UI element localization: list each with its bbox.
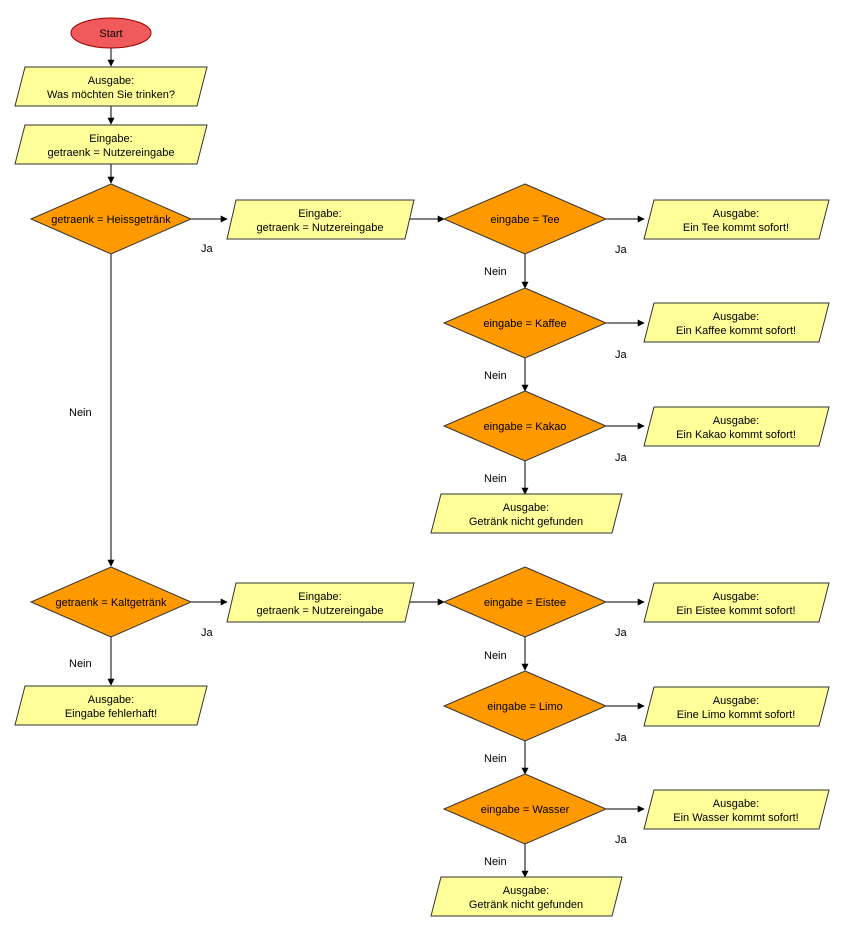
label-no-kakao: Nein [484,473,507,485]
label-no-eistee: Nein [484,650,507,662]
decision-wasser-label: eingabe = Wasser [481,804,570,816]
output-question-node: Ausgabe: Was möchten Sie trinken? [14,66,208,107]
output-tee-node: Ausgabe: Ein Tee kommt sofort! [643,199,830,240]
input-kalt-node: Eingabe: getraenk = Nutzereingabe [226,582,415,623]
output-kakao-node: Ausgabe: Ein Kakao kommt sofort! [643,406,830,447]
output-wasser-line1: Ausgabe: [713,798,759,810]
output-notfound-kalt-line2: Getränk nicht gefunden [469,899,583,911]
output-limo-node: Ausgabe: Eine Limo kommt sofort! [643,686,830,727]
decision-heiss: getraenk = Heissgetränk [29,183,193,255]
decision-kakao-label: eingabe = Kakao [484,421,567,433]
output-notfound-kalt-line1: Ausgabe: [503,885,549,897]
output-wasser-line2: Ein Wasser kommt sofort! [673,812,799,824]
output-kakao-line2: Ein Kakao kommt sofort! [676,429,796,441]
edges [107,48,645,878]
output-limo-line2: Eine Limo kommt sofort! [677,709,796,721]
edge-labels: Ja Nein Ja Nein Ja Nein Ja Nein Ja Nein … [69,243,628,868]
output-wasser-node: Ausgabe: Ein Wasser kommt sofort! [643,789,830,830]
label-no-heiss: Nein [69,407,92,419]
output-question-line2: Was möchten Sie trinken? [47,89,175,101]
decision-eistee: eingabe = Eistee [442,566,608,638]
decision-kalt: getraenk = Kaltgetränk [29,566,193,638]
label-yes-heiss: Ja [201,243,214,255]
start-label: Start [99,28,122,40]
output-eistee-line1: Ausgabe: [713,591,759,603]
output-notfound-kalt-node: Ausgabe: Getränk nicht gefunden [430,876,623,917]
output-kaffee-node: Ausgabe: Ein Kaffee kommt sofort! [643,302,830,343]
label-yes-limo: Ja [615,732,628,744]
decision-heiss-label: getraenk = Heissgetränk [51,214,171,226]
decision-kaffee-label: eingabe = Kaffee [483,318,566,330]
label-yes-kalt: Ja [201,627,214,639]
start-node: Start [70,17,152,49]
label-no-limo: Nein [484,753,507,765]
output-kaffee-line2: Ein Kaffee kommt sofort! [676,325,796,337]
decision-limo: eingabe = Limo [442,670,608,742]
decision-kaffee: eingabe = Kaffee [442,287,608,359]
label-no-tee: Nein [484,266,507,278]
input-heiss-node: Eingabe: getraenk = Nutzereingabe [226,199,415,240]
output-limo-line1: Ausgabe: [713,695,759,707]
decision-kakao: eingabe = Kakao [442,390,608,462]
output-tee-line2: Ein Tee kommt sofort! [683,222,789,234]
input-node-1: Eingabe: getraenk = Nutzereingabe [14,124,208,165]
decision-tee-label: eingabe = Tee [490,214,559,226]
decision-wasser: eingabe = Wasser [442,773,608,845]
input-1-line1: Eingabe: [89,133,132,145]
output-kaffee-line1: Ausgabe: [713,311,759,323]
label-yes-tee: Ja [615,244,628,256]
output-notfound-heiss-node: Ausgabe: Getränk nicht gefunden [430,493,623,534]
label-yes-eistee: Ja [615,627,628,639]
label-yes-wasser: Ja [615,834,628,846]
output-fehler-line2: Eingabe fehlerhaft! [65,708,157,720]
input-heiss-line2: getraenk = Nutzereingabe [257,222,384,234]
label-no-wasser: Nein [484,856,507,868]
label-no-kalt: Nein [69,658,92,670]
input-kalt-line1: Eingabe: [298,591,341,603]
decision-kalt-label: getraenk = Kaltgetränk [56,597,167,609]
output-kakao-line1: Ausgabe: [713,415,759,427]
output-eistee-line2: Ein Eistee kommt sofort! [676,605,795,617]
output-notfound-heiss-line1: Ausgabe: [503,502,549,514]
label-yes-kaffee: Ja [615,349,628,361]
output-notfound-heiss-line2: Getränk nicht gefunden [469,516,583,528]
label-yes-kakao: Ja [615,452,628,464]
output-tee-line1: Ausgabe: [713,208,759,220]
input-heiss-line1: Eingabe: [298,208,341,220]
decision-tee: eingabe = Tee [442,183,608,255]
input-kalt-line2: getraenk = Nutzereingabe [257,605,384,617]
output-eistee-node: Ausgabe: Ein Eistee kommt sofort! [643,582,830,623]
decision-eistee-label: eingabe = Eistee [484,597,566,609]
decision-limo-label: eingabe = Limo [487,701,563,713]
input-1-line2: getraenk = Nutzereingabe [48,147,175,159]
output-fehler-node: Ausgabe: Eingabe fehlerhaft! [14,685,208,726]
output-question-line1: Ausgabe: [88,75,134,87]
label-no-kaffee: Nein [484,370,507,382]
output-fehler-line1: Ausgabe: [88,694,134,706]
